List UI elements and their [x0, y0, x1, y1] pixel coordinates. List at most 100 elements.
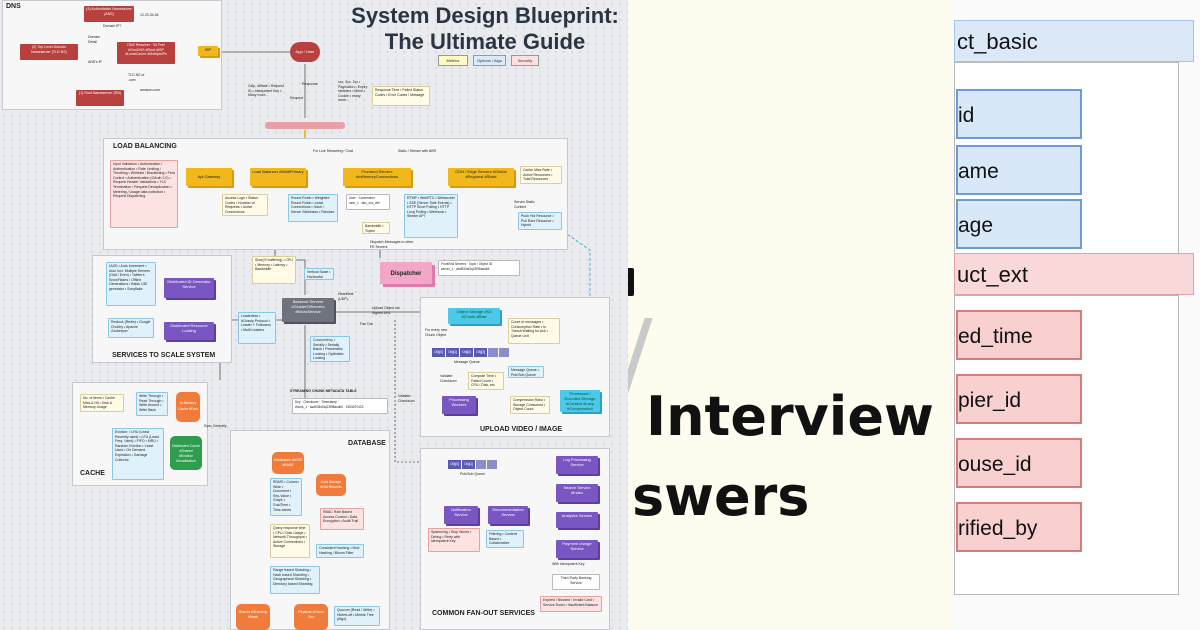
- services-section-label: SERVICES TO SCALE SYSTEM: [112, 352, 216, 359]
- response-label: Response: [302, 82, 318, 86]
- chunk-metadata-table: Key · Checksum · Timestamp chunk_1 · asd…: [292, 398, 388, 414]
- queue-item: Obj[1]: [446, 348, 460, 357]
- shards-node: Shards #Sharding #Hash: [236, 604, 270, 630]
- cdn-metrics: Cache Miss Rate • Active Resources • Tot…: [520, 166, 562, 184]
- queue-item-empty: [499, 348, 510, 357]
- log-processing-node: Log Processing Service: [556, 456, 598, 474]
- ip-address: 12.23.34.45: [140, 13, 159, 17]
- col-timestamp: Timestamp: [321, 400, 337, 404]
- database-types: RDMS • Column Wide • Document • Key-Valu…: [270, 478, 302, 516]
- cdn-edge-node: CDN / Edge Servers #Global #Regional #St…: [448, 168, 514, 186]
- conn-row-conn: abc_xxx_def: [361, 200, 380, 205]
- struct-diagram: ct_basic id ame age uct_ext ed_time pier…: [951, 0, 1200, 630]
- lb-algorithms: Round Robin • Weighted Round Robin • Lea…: [288, 194, 338, 222]
- struct-field: ame: [956, 145, 1082, 195]
- ans-ip-label: ANS's IP: [88, 60, 102, 64]
- sharding-options: Range based Sharding • Hash based Shardi…: [270, 566, 320, 594]
- queue-item: Obj[2]: [460, 348, 474, 357]
- eviction-policies: Eviction: • LRU (Least Recently used) • …: [112, 428, 164, 480]
- row-key: chunk_1: [295, 404, 308, 409]
- payment-service-node: Payment charge Service: [556, 540, 598, 558]
- struct-field: pier_id: [956, 374, 1082, 424]
- response-metrics: Response Time • Failed Status Codes • Er…: [372, 86, 430, 106]
- recommendation-filtering: Filtering • Content Based • Collaborativ…: [486, 530, 524, 548]
- compression-metrics: Compression Ratio • Storage Consumed • O…: [510, 396, 550, 414]
- fe-row-server: server_1: [441, 266, 454, 271]
- processing-workers-node: Processing Workers: [442, 396, 476, 414]
- cache-section-label: CACHE: [80, 470, 105, 477]
- idempotent-label: With Idempotent Key: [552, 562, 585, 566]
- connection-table: User · Connection user_1 · abc_xxx_def: [346, 194, 390, 210]
- replicas-node: Replicas #Cross Geo: [294, 604, 328, 630]
- isp-node: ISP: [198, 46, 218, 56]
- notification-service-node: Notification Service: [444, 506, 478, 524]
- struct-ext-body: ed_time pier_id ouse_id rified_by: [954, 295, 1179, 595]
- interview-title-card: Interview swers: [628, 0, 951, 630]
- tld-ns-label: TLD NS of .com: [128, 73, 145, 82]
- dispatcher-node: Dispatcher: [380, 262, 432, 284]
- authoritative-nameserver: (3) Authoritative Nameserver (ANS): [84, 6, 134, 22]
- cache-write-policies: Write Through • Read Through • Write Aro…: [136, 392, 168, 416]
- cache-metrics: No. of items • Cache Miss & Hit • Disk &…: [80, 394, 124, 412]
- pubsub-item: Obj[0]: [448, 460, 462, 469]
- struct-basic-header: ct_basic: [954, 20, 1194, 62]
- legend-security: Security: [511, 55, 539, 66]
- upload-url-label: Upload Object via Signed URL: [372, 306, 400, 315]
- struct-field: id: [956, 89, 1082, 139]
- request-label: Request: [290, 96, 304, 100]
- frontend-servers-node: Frontend Servers #InMemoryConnections: [343, 168, 411, 186]
- row-checksum: asd534sf3q23f98asdk5: [309, 404, 343, 409]
- object-storage-node: Object Storage #S3 #Chunk #Raw: [448, 308, 500, 324]
- col-key: Key: [295, 400, 301, 404]
- cold-storage-node: Cold Storage #Old Records: [316, 474, 346, 496]
- pubsub-label: Pub/Sub Queue: [460, 472, 485, 476]
- hashing-options: Consistent Hashing • Mod Hashing / Bloom…: [316, 544, 364, 558]
- sync-label: Sync Centrally: [204, 424, 227, 428]
- uuid-options: UUID • Auto Increment • Auto Incr. Multi…: [106, 262, 156, 306]
- title-word-answers: swers: [632, 465, 810, 528]
- pubsub-item-empty: [487, 460, 498, 469]
- every-chunk-label: For every new Chunk Object: [425, 328, 448, 337]
- db-security: RBAC Role Based Access Control • Data En…: [320, 508, 364, 530]
- request-notes: Gzip, deflate • Request ID • Idempotent …: [248, 84, 284, 98]
- queue-item-empty: [488, 348, 499, 357]
- tld-nameserver: (2) Top Level Domain Nameserver (TLD NS): [20, 44, 78, 60]
- processed-storage-node: Processed / Encoded Storage #Content #La…: [560, 390, 600, 412]
- system-design-blueprint: System Design Blueprint: The Ultimate Gu…: [0, 0, 628, 630]
- message-queue-label: Message Queue: [454, 360, 480, 364]
- legend-options: Options / Algo: [473, 55, 506, 66]
- root-nameserver: (1) Root Nameserver (RN): [76, 90, 124, 106]
- queue-item: Obj[0]: [432, 348, 446, 357]
- distributed-cache-node: Distributed Cache #Shared #Eviction #Inv…: [170, 436, 202, 470]
- heartbeat-label: Heartbeat (UDP): [338, 292, 354, 301]
- topic-object-header: Topic / Object ID: [468, 262, 493, 266]
- validate-label: Validate Checksum: [440, 374, 457, 383]
- api-gateway-node: Api Gateway: [186, 168, 232, 186]
- notification-security: Spamming • Stop Words • Debug • Retry wi…: [428, 528, 480, 552]
- databases-node: Databases #ACID #BASE: [272, 452, 304, 474]
- domain-detail-label: Domain Detail: [88, 35, 101, 44]
- streaming-table-title: STREAMING CHUNK METADATA TABLE: [290, 389, 357, 393]
- banking-service-node: Third-Party Banking Service: [552, 574, 600, 590]
- realtime-protocols: RTMP • WebRTC • Websocket • SSE (Server …: [404, 194, 458, 238]
- queue-options: Message Queue • Pub/Sub Queue: [508, 366, 544, 378]
- cropped-letter-fragment: [628, 268, 634, 296]
- struct-field: age: [956, 199, 1082, 249]
- gateway-metrics: Access Logs • Status Codes • Number of R…: [222, 194, 268, 216]
- fan-out-label: Fan Out: [360, 322, 373, 326]
- locking-options: Redlock (Redis) • Google Chubby • Apache…: [108, 318, 154, 338]
- conn-user-header: User: [349, 196, 356, 200]
- scaling-options: Vertical Scale • Horizontal: [304, 268, 334, 280]
- queue-item: Obj[3]: [474, 348, 488, 357]
- recommendation-service-node: Recommendation Service: [488, 506, 528, 524]
- response-notes: xxx, 3xx, 2xx • Pagination • Expiry Head…: [338, 80, 368, 103]
- request-bar: [265, 122, 345, 129]
- gateway-security-list: Input Validation • Authorization / Authe…: [110, 160, 178, 228]
- pubsub-item-empty: [476, 460, 487, 469]
- upload-section-label: UPLOAD VIDEO / IMAGE: [480, 426, 563, 433]
- struct-ext-header: uct_ext: [954, 253, 1194, 295]
- domain-ip-label: Domain IP?: [103, 24, 122, 28]
- conn-row-user: user_1: [349, 200, 359, 205]
- search-service-node: Search Service #Index: [556, 484, 598, 502]
